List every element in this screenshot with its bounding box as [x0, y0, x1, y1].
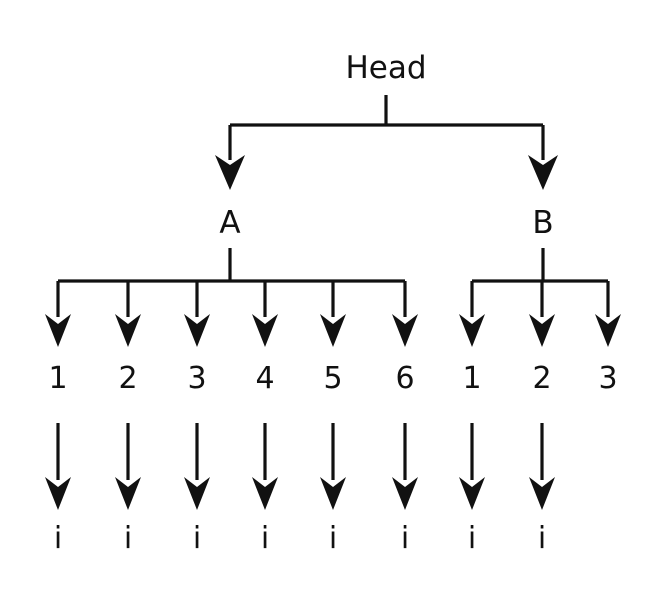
arrowhead-a-5 — [320, 314, 346, 347]
node-label-a: A — [219, 205, 240, 241]
node-label-leaf-6: i — [401, 521, 409, 556]
node-label-leaf-3: i — [193, 521, 201, 556]
arrowhead-a-1 — [45, 314, 71, 347]
node-label-index-8: 2 — [532, 361, 551, 396]
node-label-b: B — [532, 205, 553, 241]
arrowhead-a-6 — [392, 314, 418, 347]
node-label-leaf-7: i — [468, 521, 476, 556]
arrowhead-b-3 — [595, 314, 621, 347]
arrowhead-a-4 — [252, 314, 278, 347]
arrowhead-leaf-1 — [45, 477, 71, 510]
node-label-leaf-5: i — [329, 521, 337, 556]
edge-group-a-to-children — [45, 248, 418, 347]
node-label-index-4: 4 — [255, 361, 274, 396]
edge-group-index-to-leaves — [45, 423, 555, 510]
edge-group-head-to-branches — [215, 95, 558, 190]
node-label-index-1: 1 — [48, 361, 67, 396]
arrowhead-leaf-3 — [184, 477, 210, 510]
node-label-index-9: 3 — [598, 361, 617, 396]
node-label-head: Head — [345, 50, 426, 86]
arrowhead-b-2 — [529, 314, 555, 347]
node-label-index-3: 3 — [187, 361, 206, 396]
arrowhead-leaf-2 — [115, 477, 141, 510]
edge-group-b-to-children — [459, 248, 621, 347]
arrowhead-leaf-4 — [252, 477, 278, 510]
arrowhead-leaf-6 — [392, 477, 418, 510]
node-label-leaf-1: i — [54, 521, 62, 556]
node-label-index-7: 1 — [462, 361, 481, 396]
node-label-index-6: 6 — [395, 361, 414, 396]
arrowhead-leaf-8 — [529, 477, 555, 510]
arrowhead-a-2 — [115, 314, 141, 347]
arrowhead-to-a — [215, 155, 245, 190]
node-label-leaf-2: i — [124, 521, 132, 556]
arrowhead-a-3 — [184, 314, 210, 347]
arrowhead-to-b — [528, 155, 558, 190]
node-label-leaf-4: i — [261, 521, 269, 556]
node-label-index-5: 5 — [323, 361, 342, 396]
arrowhead-leaf-5 — [320, 477, 346, 510]
arrowhead-b-1 — [459, 314, 485, 347]
node-label-leaf-8: i — [538, 521, 546, 556]
node-label-index-2: 2 — [118, 361, 137, 396]
arrowhead-leaf-7 — [459, 477, 485, 510]
